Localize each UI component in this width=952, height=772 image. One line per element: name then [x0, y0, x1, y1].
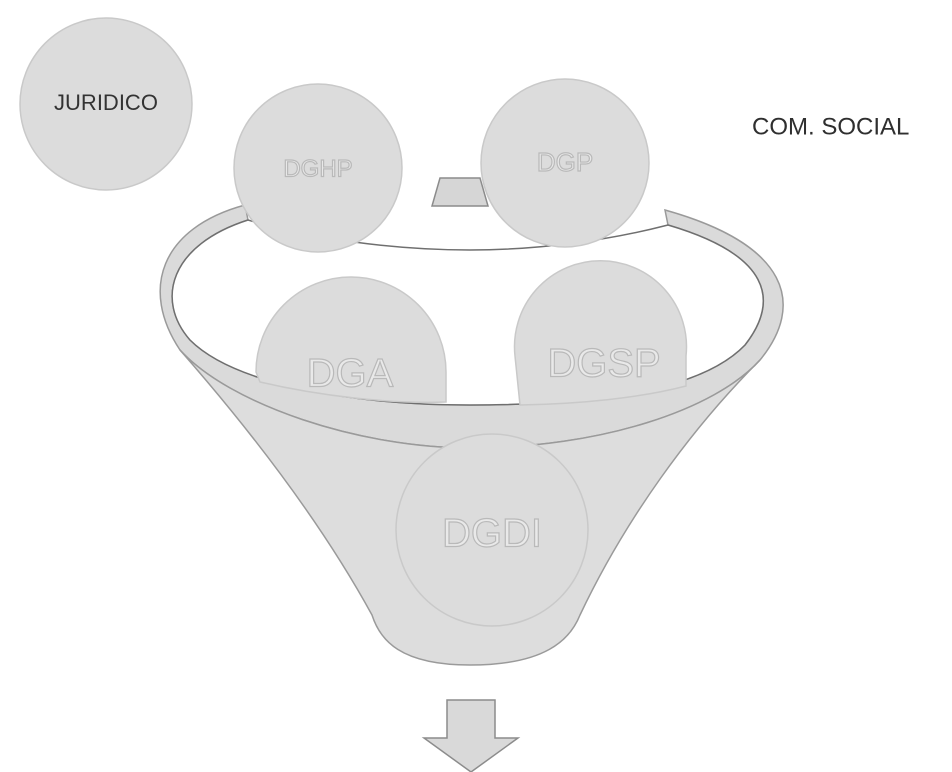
juridico-circle: [19, 17, 193, 191]
dgp-label: DGP: [537, 147, 593, 177]
dgsp-circle: [513, 259, 688, 406]
connector-bar: [431, 177, 489, 207]
dga-circle: [255, 276, 447, 404]
dghp-label: DGHP: [283, 155, 352, 182]
dgsp-label: DGSP: [547, 342, 660, 386]
dghp-circle: [233, 83, 403, 253]
node-dghp: DGHP: [233, 83, 403, 253]
node-juridico: JURIDICO: [19, 17, 193, 191]
node-dgp: DGP: [480, 78, 650, 248]
dgp-circle: [480, 78, 650, 248]
dgdi-circle: [395, 433, 589, 627]
node-dgdi: DGDI: [395, 433, 589, 627]
com-social-label: COM. SOCIAL: [752, 113, 909, 140]
dga-label: DGA: [307, 352, 394, 396]
node-dgsp: DGSP: [513, 259, 688, 406]
dgdi-label: DGDI: [442, 512, 542, 556]
down-arrow-icon: [421, 699, 521, 772]
juridico-label: JURIDICO: [54, 90, 158, 115]
node-dga: DGA: [255, 276, 447, 404]
